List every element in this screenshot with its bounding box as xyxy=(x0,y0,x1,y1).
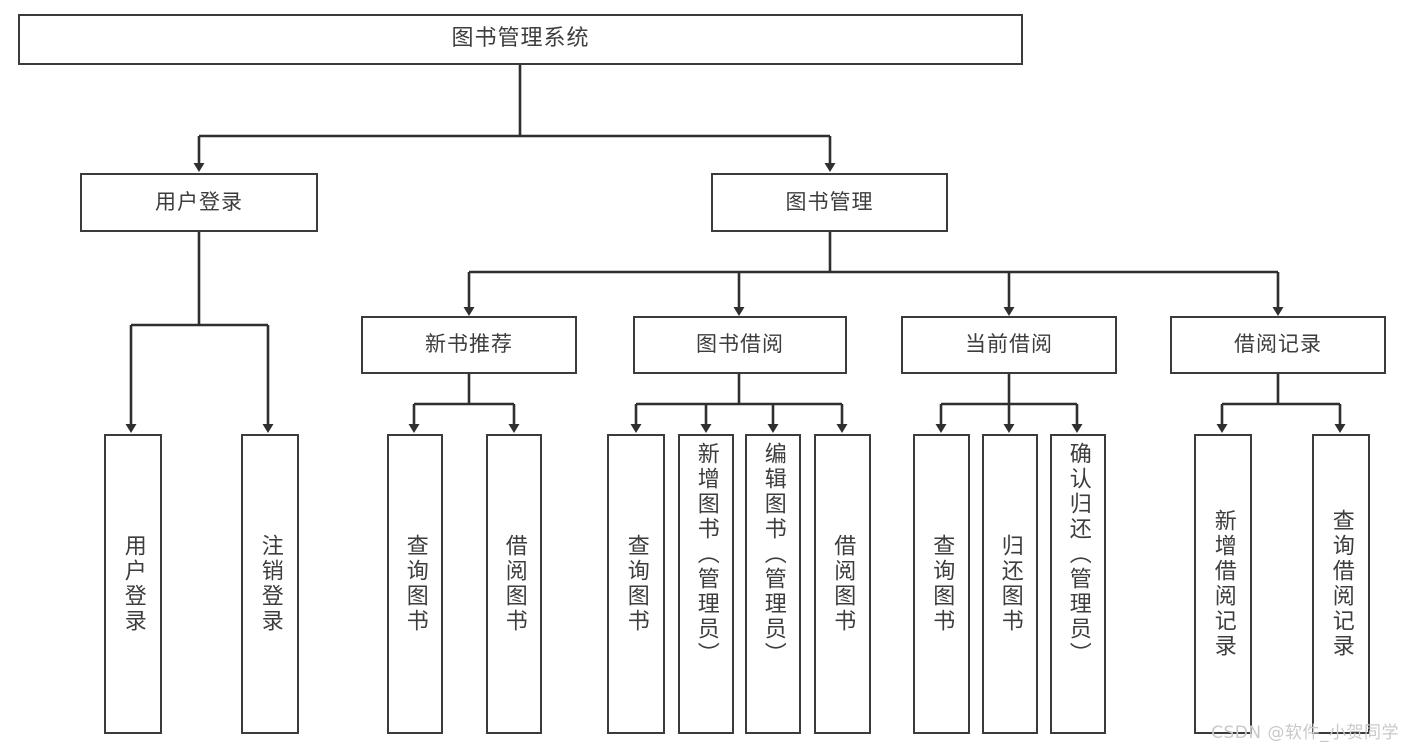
node-book-borrow[interactable]: 图书借阅 xyxy=(633,316,847,374)
leaf-borrow-add-book-admin[interactable]: 新增图书（管理员） xyxy=(678,434,734,734)
node-book-management[interactable]: 图书管理 xyxy=(711,173,948,232)
node-current-borrow[interactable]: 当前借阅 xyxy=(901,316,1117,374)
leaf-record-query-record[interactable]: 查询借阅记录 xyxy=(1312,434,1370,734)
leaf-borrow-edit-book-admin[interactable]: 编辑图书（管理员） xyxy=(745,434,801,734)
leaf-record-add-record[interactable]: 新增借阅记录 xyxy=(1194,434,1252,734)
leaf-new-book-borrow[interactable]: 借阅图书 xyxy=(486,434,542,734)
node-user-login[interactable]: 用户登录 xyxy=(80,173,318,232)
leaf-current-confirm-return-admin[interactable]: 确认归还（管理员） xyxy=(1050,434,1106,734)
node-borrow-record[interactable]: 借阅记录 xyxy=(1170,316,1386,374)
leaf-new-book-query[interactable]: 查询图书 xyxy=(387,434,443,734)
leaf-current-return-book[interactable]: 归还图书 xyxy=(982,434,1038,734)
node-new-book-recommend[interactable]: 新书推荐 xyxy=(361,316,577,374)
leaf-user-login-login[interactable]: 用户登录 xyxy=(104,434,162,734)
csdn-watermark: CSDN @软件_小贺同学 xyxy=(1211,723,1399,743)
leaf-borrow-borrow-book[interactable]: 借阅图书 xyxy=(814,434,871,734)
node-root-system[interactable]: 图书管理系统 xyxy=(18,14,1023,65)
leaf-borrow-query-book[interactable]: 查询图书 xyxy=(607,434,665,734)
leaf-current-query-book[interactable]: 查询图书 xyxy=(913,434,970,734)
leaf-user-login-logout[interactable]: 注销登录 xyxy=(241,434,299,734)
